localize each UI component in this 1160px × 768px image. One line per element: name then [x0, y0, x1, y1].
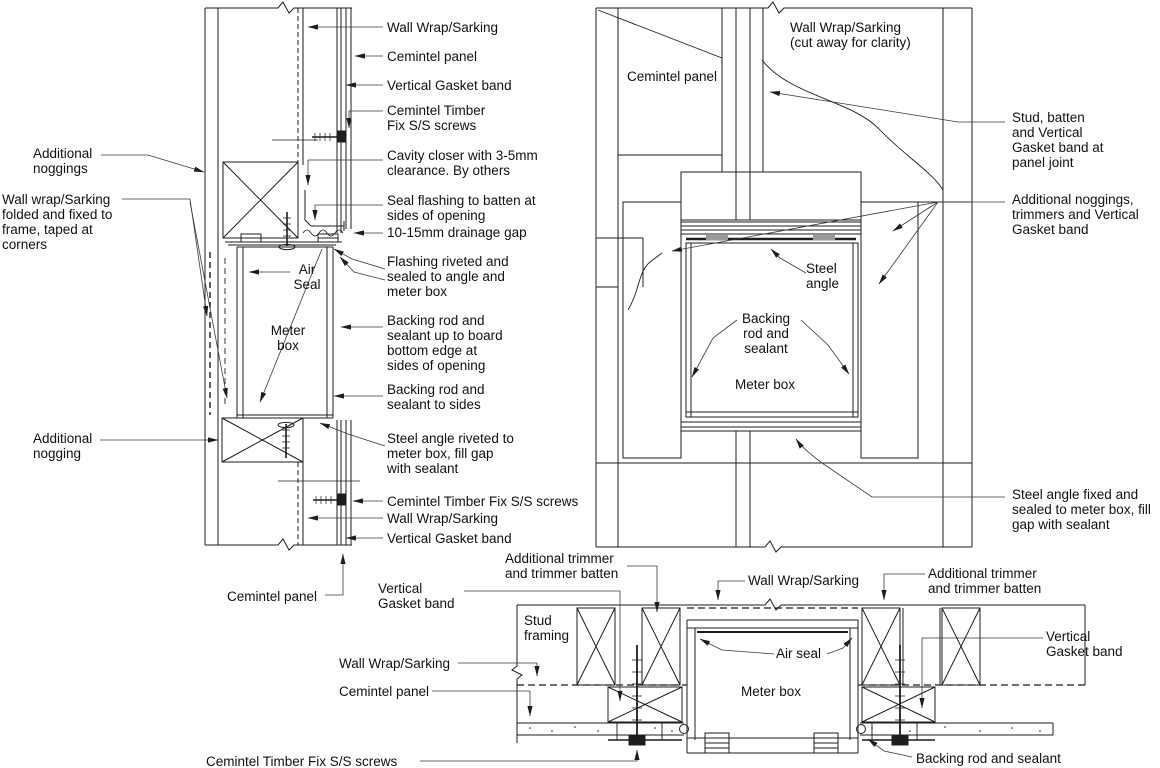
panel-speckle [529, 726, 1041, 732]
elevation-linework [595, 1, 973, 553]
section-linework [204, 1, 360, 551]
plan-leaders [420, 565, 1043, 762]
section-leaders [100, 24, 386, 596]
plan-linework [511, 598, 1086, 754]
elevation-leaders [671, 91, 1005, 498]
